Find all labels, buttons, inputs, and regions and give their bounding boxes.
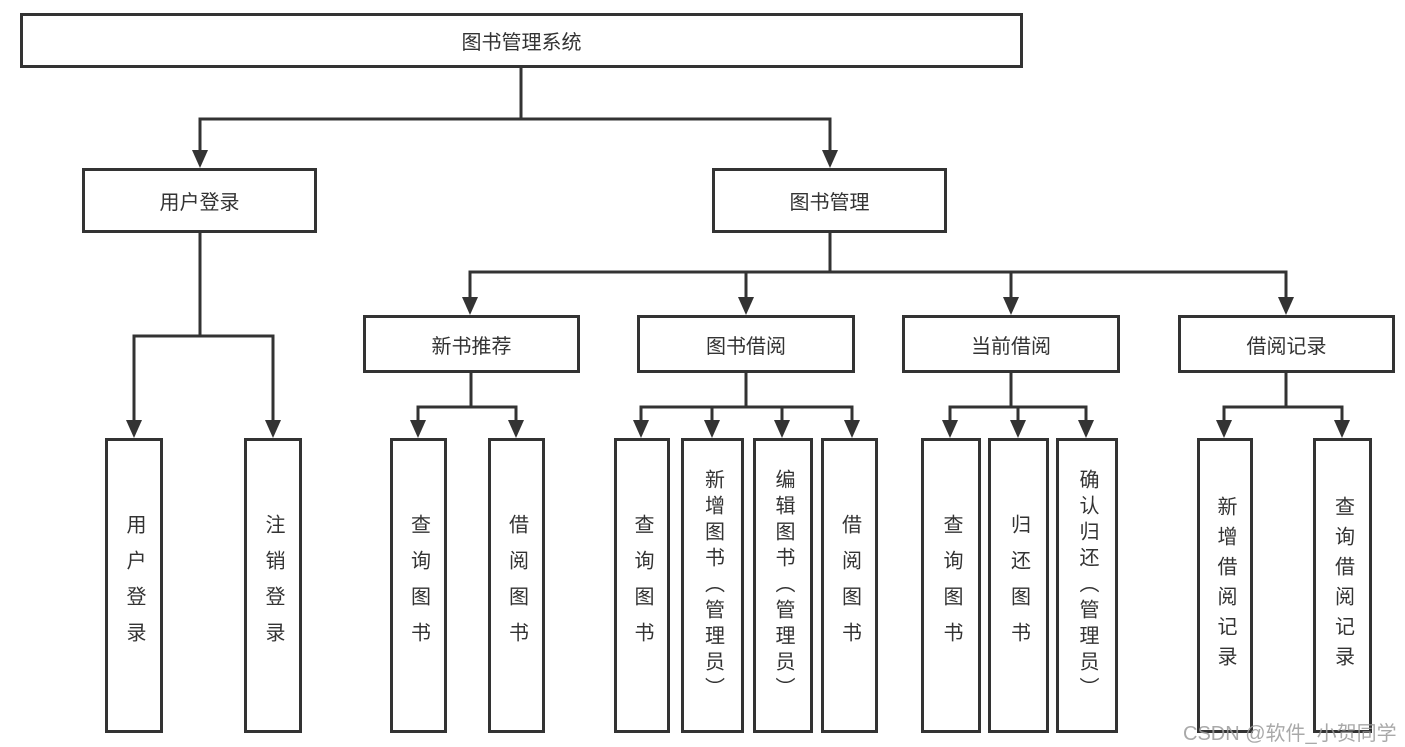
node-label: 用户登录 — [159, 192, 240, 214]
node-book-management: 图书管理 — [712, 168, 947, 233]
arrowhead-down — [1010, 420, 1026, 438]
leaf-add-book-admin: 新增图书（管理员） — [681, 438, 744, 733]
arrowhead-down — [508, 420, 524, 438]
node-label: 新增借阅记录 — [1214, 495, 1236, 676]
node-label: 借阅图书 — [505, 513, 528, 658]
arrowhead-down — [1003, 297, 1019, 315]
connector-userlogin-to-leaves — [132, 231, 275, 426]
connector-bookborrow-to-leaves — [639, 371, 854, 426]
node-label: 借阅图书 — [838, 513, 861, 658]
arrowhead-down — [942, 420, 958, 438]
connector-currentborrow-to-leaves — [948, 371, 1088, 426]
watermark: CSDN @软件_小贺同学 — [1183, 723, 1397, 745]
arrowhead-down — [410, 420, 426, 438]
arrowhead-down — [192, 150, 208, 168]
connector-root-to-level2 — [198, 66, 832, 154]
arrowhead-down — [1278, 297, 1294, 315]
arrowhead-down — [633, 420, 649, 438]
node-borrow-records: 借阅记录 — [1178, 315, 1395, 373]
arrowhead-down — [1334, 420, 1350, 438]
node-label: 查询图书 — [631, 513, 653, 658]
node-new-book-recommend: 新书推荐 — [363, 315, 580, 373]
node-label: 新增图书（管理员） — [701, 468, 724, 703]
node-label: 新书推荐 — [431, 335, 512, 358]
connector-borrowrecords-to-leaves — [1222, 371, 1344, 426]
leaf-edit-book-admin: 编辑图书（管理员） — [753, 438, 813, 733]
arrowhead-down — [265, 420, 281, 438]
arrowhead-down — [704, 420, 720, 438]
node-label: 编辑图书（管理员） — [772, 468, 794, 703]
leaf-query-books-current: 查询图书 — [921, 438, 981, 733]
leaf-query-books-recommend: 查询图书 — [390, 438, 447, 733]
leaf-logout: 注销登录 — [244, 438, 302, 733]
leaf-return-books: 归还图书 — [988, 438, 1049, 733]
node-label: 确认归还（管理员） — [1076, 468, 1098, 703]
arrowhead-down — [844, 420, 860, 438]
node-book-borrow: 图书借阅 — [637, 315, 855, 373]
node-label: 查询借阅记录 — [1331, 495, 1354, 676]
arrowhead-down — [738, 297, 754, 315]
node-label: 借阅记录 — [1246, 335, 1327, 358]
arrowheads — [126, 150, 1350, 438]
leaf-query-books-borrow: 查询图书 — [614, 438, 670, 733]
leaf-confirm-return-admin: 确认归还（管理员） — [1056, 438, 1118, 733]
node-label: 图书管理 — [789, 192, 870, 214]
arrowhead-down — [1078, 420, 1094, 438]
arrowhead-down — [774, 420, 790, 438]
node-label: 图书借阅 — [706, 335, 786, 358]
arrowhead-down — [126, 420, 142, 438]
connector-bookmgmt-to-level3 — [468, 231, 1288, 303]
node-label: 查询图书 — [940, 513, 962, 658]
node-label: 图书管理系统 — [461, 32, 582, 54]
leaf-add-borrow-record: 新增借阅记录 — [1197, 438, 1253, 733]
arrowhead-down — [822, 150, 838, 168]
node-user-login: 用户登录 — [82, 168, 317, 233]
leaf-borrow-books-recommend: 借阅图书 — [488, 438, 545, 733]
node-root: 图书管理系统 — [20, 13, 1023, 68]
node-label: 注销登录 — [262, 513, 284, 658]
leaf-user-login: 用户登录 — [105, 438, 163, 733]
node-label: 当前借阅 — [971, 335, 1051, 358]
connector-newbook-to-leaves — [416, 371, 518, 426]
node-label: 查询图书 — [407, 513, 430, 658]
node-label: 用户登录 — [123, 513, 145, 658]
node-current-borrow: 当前借阅 — [902, 315, 1120, 373]
arrowhead-down — [462, 297, 478, 315]
leaf-query-borrow-record: 查询借阅记录 — [1313, 438, 1372, 733]
node-label: 归还图书 — [1007, 513, 1030, 658]
arrowhead-down — [1216, 420, 1232, 438]
leaf-borrow-books: 借阅图书 — [821, 438, 878, 733]
